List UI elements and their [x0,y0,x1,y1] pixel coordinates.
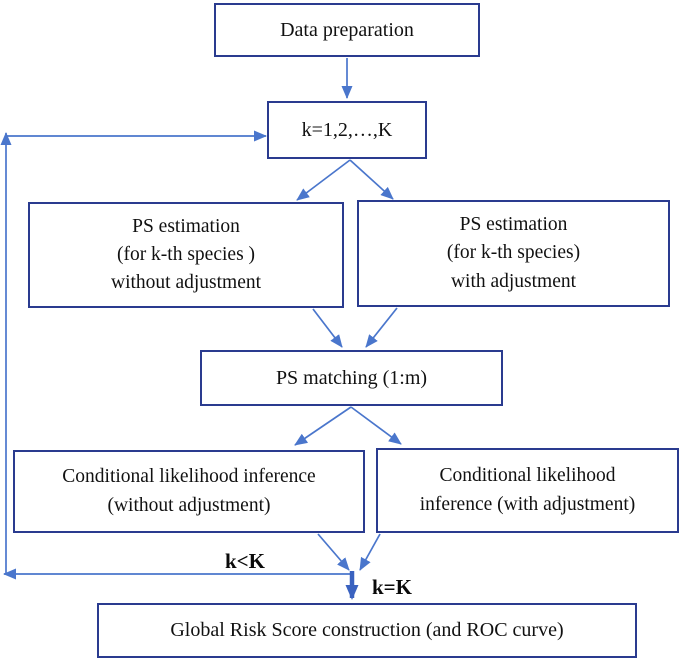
arrow-cond-without-to-junction [317,533,350,571]
node-ps-estimation-with-line1: PS estimation [459,214,568,236]
node-loop-counter-label: k=1,2,…,K [301,118,393,141]
node-ps-estimation-with-line2: (for k-th species) [446,242,581,264]
node-data-preparation: Data preparation [214,3,480,57]
node-ps-estimation-with-line3: with adjustment [450,270,577,292]
node-ps-estimation-without-line2: (for k-th species ) [116,243,256,265]
node-global-risk-score: Global Risk Score construction (and ROC … [97,603,637,658]
node-ps-estimation-without: PS estimation (for k-th species ) withou… [28,202,344,308]
arrow-ps-with-to-matching [365,307,398,348]
node-cond-likelihood-with-line2: inference (with adjustment) [419,493,636,515]
node-ps-matching: PS matching (1:m) [200,350,503,406]
node-ps-matching-label: PS matching (1:m) [275,366,428,389]
arrow-loop-to-ps-with [349,159,394,200]
arrow-ps-without-to-matching [312,308,343,348]
edge-label-loop-continue: k<K [225,549,265,573]
arrow-matching-to-cond-with [350,406,402,445]
arrow-cond-with-to-junction [359,533,381,571]
arrow-matching-to-cond-without [294,406,352,446]
edge-label-loop-exit: k=K [372,575,412,599]
node-ps-estimation-without-line1: PS estimation [132,215,240,237]
node-cond-likelihood-with: Conditional likelihood inference (with a… [376,448,679,533]
node-cond-likelihood-without: Conditional likelihood inference (withou… [13,450,365,533]
node-cond-likelihood-without-line2: (without adjustment) [107,494,271,516]
node-cond-likelihood-without-line1: Conditional likelihood inference [62,466,316,488]
node-global-risk-score-label: Global Risk Score construction (and ROC … [170,619,564,641]
arrow-loop-to-ps-without [296,159,351,201]
node-cond-likelihood-with-line1: Conditional likelihood [439,465,616,487]
node-data-preparation-label: Data preparation [280,18,414,41]
node-ps-estimation-without-line3: without adjustment [110,272,262,294]
node-loop-counter: k=1,2,…,K [267,101,427,159]
node-ps-estimation-with: PS estimation (for k-th species) with ad… [357,200,670,307]
